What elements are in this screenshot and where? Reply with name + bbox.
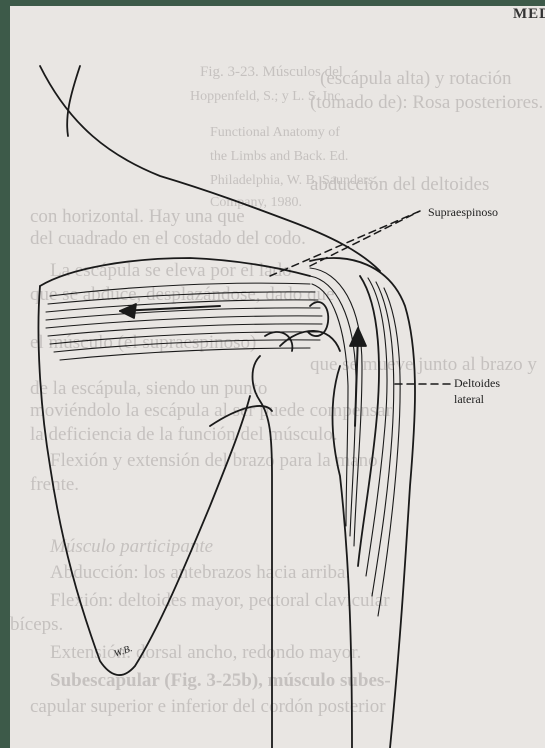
scapula-top-edge [40, 258, 310, 286]
book-page: Fig. 3-23. Músculos del (escápula alta) … [10, 6, 545, 748]
supraspinatus-fibres [46, 283, 322, 360]
humerus-outline-right [333, 366, 353, 748]
label-lateral: lateral [454, 392, 484, 407]
humerus-outline-left [253, 356, 273, 748]
scapula-upper-angle [67, 66, 80, 136]
deltoid-inner-edge [358, 276, 379, 566]
label-deltoides: Deltoides [454, 376, 500, 391]
deltoid-fibres [310, 268, 400, 616]
label-supraespinoso: Supraespinoso [428, 205, 498, 220]
scapula-spine-outline [40, 66, 380, 271]
deltoid-outer-edge [310, 258, 415, 748]
label-leader-lines [270, 211, 450, 384]
